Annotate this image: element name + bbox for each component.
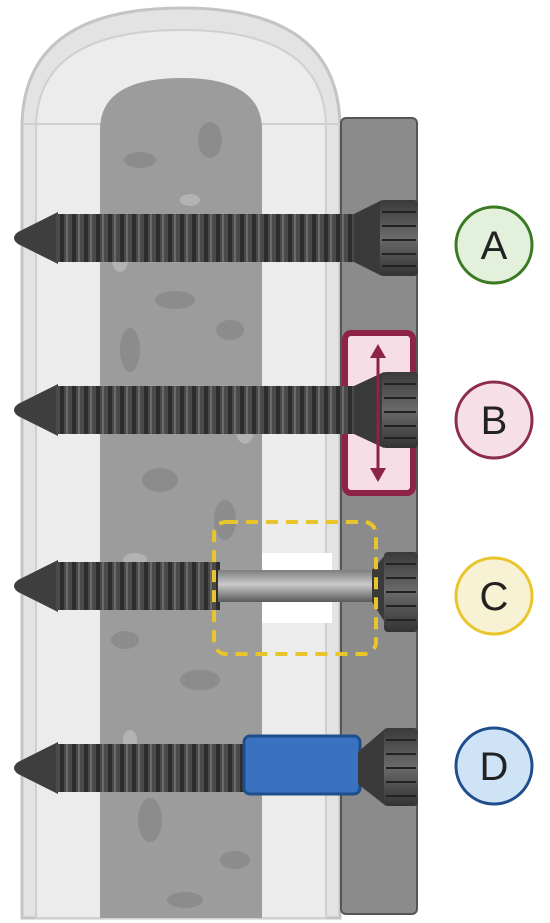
label-c-text: C [480,575,509,619]
screw-a-neck [354,200,382,276]
screw-a [14,200,418,276]
label-a-circle [454,205,534,285]
screw-d [14,728,418,806]
label-b: B [454,380,534,460]
screw-b-thread [56,386,356,434]
screw-a-thread [56,214,356,262]
bone-marrow [100,78,262,918]
screw-c [14,520,418,656]
box-c [212,520,378,656]
label-d-circle [454,726,534,806]
screw-b [14,330,418,496]
label-d: D [454,726,534,806]
screw-c-thread [56,562,220,610]
screw-b-head-icon [382,372,418,448]
label-c-circle [454,556,534,636]
screw-b-tip-icon [14,384,58,436]
label-d-text: D [480,745,509,789]
double-arrow-icon [370,344,386,482]
label-a-text: A [481,224,508,268]
plate [340,117,418,915]
label-b-text: B [481,399,508,443]
screw-a-tip-icon [14,212,58,264]
screw-a-head-icon [380,200,418,276]
screw-c-tip-icon [14,560,58,612]
spacer-d [242,734,362,796]
screw-d-thread [56,744,250,792]
screw-c-shaft [218,570,376,602]
label-c: C [454,556,534,636]
label-a: A [454,205,534,285]
screw-d-tip-icon [14,742,58,794]
label-b-circle [454,380,534,460]
screw-d-neck [358,728,386,806]
bone-marrow-texture [111,122,250,908]
